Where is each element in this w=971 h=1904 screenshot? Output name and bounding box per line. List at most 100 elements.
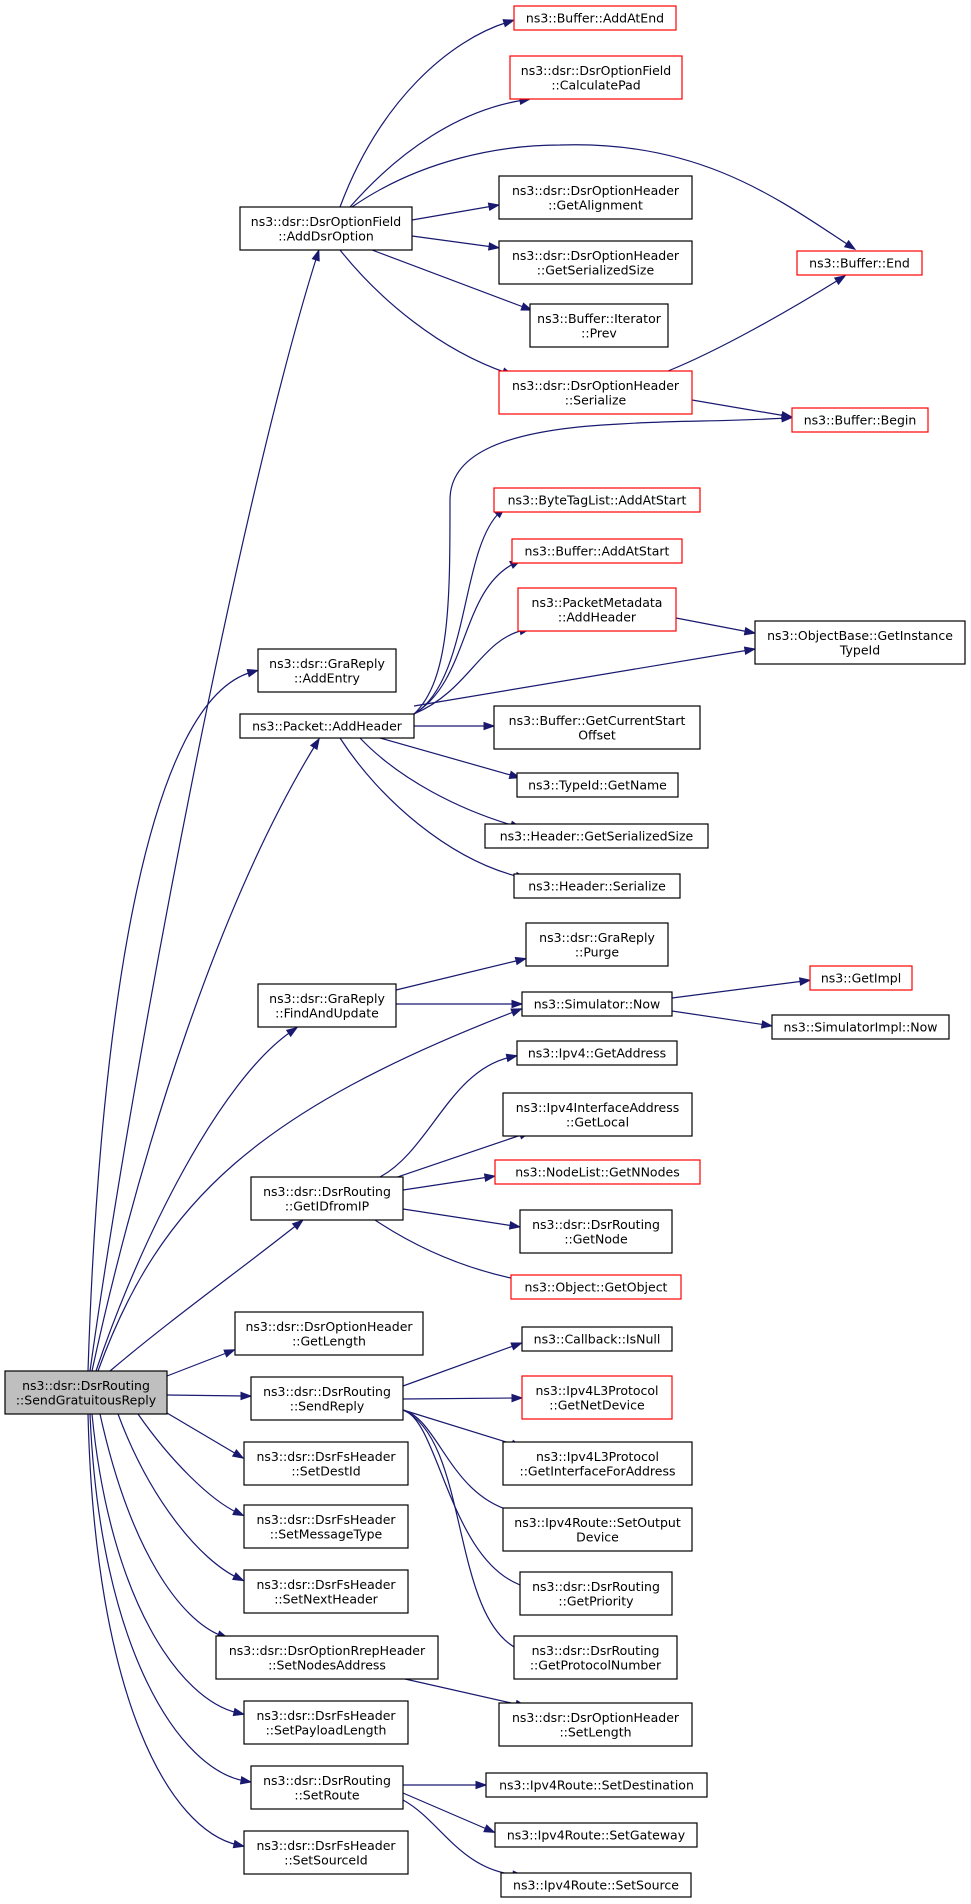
edge-line (402, 1792, 490, 1831)
node-box (250, 1176, 404, 1221)
edge-line (402, 1799, 518, 1876)
node-addDsrOption[interactable]: ns3::dsr::DsrOptionField::AddDsrOption (239, 206, 413, 251)
node-box (485, 1772, 708, 1798)
arrow-head-icon (232, 1839, 246, 1849)
arrow-head-icon (232, 1707, 246, 1717)
node-pmAddHeader[interactable]: ns3::PacketMetadata::AddHeader (517, 587, 677, 632)
edge-packetAddHeader-to-headerSerialize (339, 737, 528, 881)
edge-packetAddHeader-to-getInstanceTypeId (413, 646, 757, 707)
node-getObject[interactable]: ns3::Object::GetObject (510, 1274, 682, 1300)
node-label-line: ns3::dsr::DsrFsHeader (256, 1838, 396, 1853)
node-box (498, 370, 693, 415)
node-sendReply[interactable]: ns3::dsr::DsrRouting::SendReply (250, 1376, 404, 1421)
edge-optSerialize-to-bufferBegin (691, 399, 794, 420)
arrow-head-icon (508, 1221, 522, 1230)
arrow-head-icon (483, 1173, 497, 1182)
arrow-head-icon (246, 669, 260, 678)
node-setSourceId[interactable]: ns3::dsr::DsrFsHeader::SetSourceId (243, 1830, 409, 1875)
node-setSource[interactable]: ns3::Ipv4Route::SetSource (500, 1872, 692, 1898)
arrow-head-icon (833, 275, 847, 286)
node-label-line: ::GetLocal (566, 1114, 629, 1129)
node-getImpl[interactable]: ns3::GetImpl (809, 965, 913, 991)
node-ipv4GetAddress[interactable]: ns3::Ipv4::GetAddress (516, 1040, 678, 1066)
node-setNextHeader[interactable]: ns3::dsr::DsrFsHeader::SetNextHeader (243, 1569, 409, 1614)
node-getProtocolNumber[interactable]: ns3::dsr::DsrRouting::GetProtocolNumber (513, 1635, 678, 1680)
edge-optSerialize-to-bufferEnd (667, 275, 847, 372)
node-setPayloadLength[interactable]: ns3::dsr::DsrFsHeader::SetPayloadLength (243, 1700, 409, 1745)
node-label-line: ns3::dsr::DsrOptionField (521, 63, 671, 78)
node-findAndUpdate[interactable]: ns3::dsr::GraReply::FindAndUpdate (257, 983, 397, 1028)
node-headerSerialize[interactable]: ns3::Header::Serialize (513, 873, 681, 899)
edge-line (87, 1413, 239, 1846)
node-iteratorPrev[interactable]: ns3::Buffer::Iterator::Prev (529, 303, 669, 348)
node-label-line: ns3::dsr::DsrOptionHeader (512, 248, 680, 263)
edge-addDsrOption-to-optGetSerializedSize (411, 235, 501, 251)
node-getIDfromIP[interactable]: ns3::dsr::DsrRouting::GetIDfromIP (250, 1176, 404, 1221)
node-label-line: ns3::PacketMetadata (532, 595, 663, 610)
edge-line (411, 205, 494, 221)
node-setLength[interactable]: ns3::dsr::DsrOptionHeader::SetLength (498, 1702, 693, 1747)
node-box (509, 55, 683, 100)
edge-line (166, 1394, 246, 1397)
node-bufferEnd[interactable]: ns3::Buffer::End (796, 250, 923, 276)
node-label-line: ::CalculatePad (551, 77, 640, 92)
node-getNetDevice[interactable]: ns3::Ipv4L3Protocol::GetNetDevice (521, 1375, 673, 1420)
node-ifaceGetLocal[interactable]: ns3::Ipv4InterfaceAddress::GetLocal (502, 1092, 693, 1137)
node-addEntry[interactable]: ns3::dsr::GraReply::AddEntry (257, 648, 397, 693)
node-label-line: ns3::dsr::DsrRouting (532, 1579, 660, 1594)
node-byteTagAddAtStart[interactable]: ns3::ByteTagList::AddAtStart (493, 487, 701, 513)
arrow-head-icon (483, 721, 496, 731)
node-label-line: ns3::Buffer::Begin (804, 413, 917, 428)
node-setRoute[interactable]: ns3::dsr::DsrRouting::SetRoute (250, 1765, 404, 1810)
node-simulatorNow[interactable]: ns3::Simulator::Now (521, 991, 673, 1017)
edge-line (395, 959, 521, 991)
node-bufferAddAtStart[interactable]: ns3::Buffer::AddAtStart (511, 538, 683, 564)
edge-line (402, 1176, 490, 1191)
edge-root-to-findAndUpdate (95, 1026, 299, 1372)
node-label-line: ::GetPriority (558, 1593, 634, 1608)
node-packetAddHeader[interactable]: ns3::Packet::AddHeader (239, 713, 415, 739)
call-nodes: ns3::dsr::DsrRouting::SendGratuitousRepl… (4, 5, 966, 1898)
node-getAlignment[interactable]: ns3::dsr::DsrOptionHeader::GetAlignment (498, 175, 693, 220)
node-label-line: ns3::Ipv4Route::SetDestination (499, 1778, 694, 1793)
node-box (243, 1504, 409, 1549)
node-isNull[interactable]: ns3::Callback::IsNull (521, 1326, 673, 1352)
arrow-head-icon (505, 1053, 519, 1063)
node-setGateway[interactable]: ns3::Ipv4Route::SetGateway (494, 1822, 698, 1848)
node-getLength[interactable]: ns3::dsr::DsrOptionHeader::GetLength (234, 1311, 424, 1356)
node-setNodesAddress[interactable]: ns3::dsr::DsrOptionRrepHeader::SetNodesA… (215, 1635, 439, 1680)
node-label-line: ns3::dsr::DsrRouting (532, 1217, 660, 1232)
node-optSerialize[interactable]: ns3::dsr::DsrOptionHeader::Serialize (498, 370, 693, 415)
node-setMessageType[interactable]: ns3::dsr::DsrFsHeader::SetMessageType (243, 1504, 409, 1549)
node-label-line: ::FindAndUpdate (275, 1005, 379, 1020)
node-label-line: Device (576, 1529, 619, 1544)
node-optGetSerializedSize[interactable]: ns3::dsr::DsrOptionHeader::GetSerialized… (498, 240, 693, 285)
node-label-line: ::GetInterfaceForAddress (520, 1463, 676, 1478)
edge-line (411, 235, 494, 248)
node-getPriority[interactable]: ns3::dsr::DsrRouting::GetPriority (519, 1571, 673, 1616)
node-simImplNow[interactable]: ns3::SimulatorImpl::Now (771, 1014, 950, 1040)
node-headerGetSerializedSize[interactable]: ns3::Header::GetSerializedSize (484, 823, 709, 849)
edge-line (374, 1219, 521, 1281)
node-getNode[interactable]: ns3::dsr::DsrRouting::GetNode (519, 1209, 673, 1254)
node-getInterfaceForAddress[interactable]: ns3::Ipv4L3Protocol::GetInterfaceForAddr… (502, 1441, 693, 1486)
node-typeIdGetName[interactable]: ns3::TypeId::GetName (516, 772, 679, 798)
node-graPurge[interactable]: ns3::dsr::GraReply::Purge (525, 922, 669, 967)
node-label-line: ::GetAlignment (548, 197, 643, 212)
edge-findAndUpdate-to-graPurge (395, 956, 528, 991)
node-setDestId[interactable]: ns3::dsr::DsrFsHeader::SetDestId (243, 1441, 409, 1486)
edge-root-to-setDestId (166, 1412, 245, 1459)
node-getNNodes[interactable]: ns3::NodeList::GetNNodes (494, 1159, 701, 1185)
edge-line (379, 1133, 525, 1184)
node-bufferAddAtEnd[interactable]: ns3::Buffer::AddAtEnd (513, 5, 677, 31)
node-label-line: ns3::dsr::DsrOptionHeader (512, 1710, 680, 1725)
edge-line (351, 144, 851, 247)
node-setDestination[interactable]: ns3::Ipv4Route::SetDestination (485, 1772, 708, 1798)
node-bufferBegin[interactable]: ns3::Buffer::Begin (791, 407, 929, 433)
node-calculatePad[interactable]: ns3::dsr::DsrOptionField::CalculatePad (509, 55, 683, 100)
node-box (494, 1159, 701, 1185)
arrow-head-icon (240, 1391, 253, 1401)
